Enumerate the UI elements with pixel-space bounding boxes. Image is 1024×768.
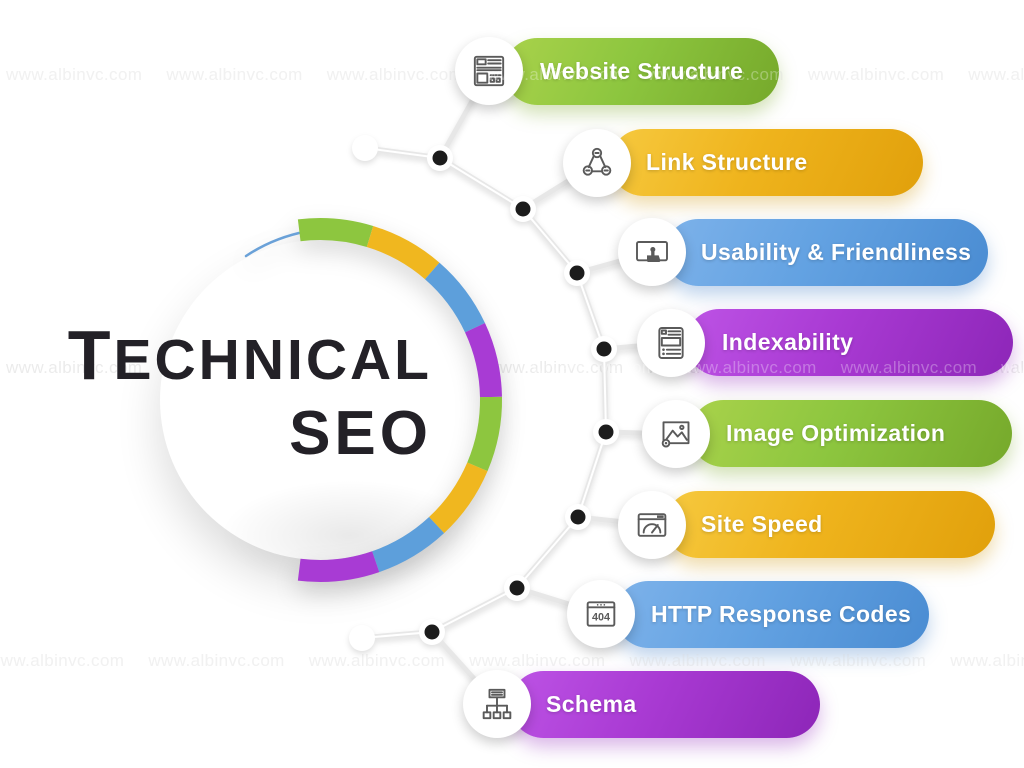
- ring-segment-green-1: [297, 218, 374, 248]
- ring-segment-purple-1: [464, 323, 502, 398]
- title-line-2: SEO: [289, 399, 432, 468]
- item-pill-http-response-codes: HTTP Response Codes: [615, 581, 929, 648]
- title-line-1: Technical: [67, 316, 432, 394]
- indexability-icon: [658, 327, 684, 359]
- item-label: Link Structure: [646, 149, 808, 175]
- icon-badge-site-speed: [618, 491, 686, 559]
- item-pill-site-speed: Site Speed: [665, 491, 995, 558]
- website-structure-icon: [473, 55, 505, 87]
- end-dot-bottom: [349, 625, 375, 651]
- network-nodes: [419, 145, 619, 645]
- ring-segment-blue-2: [371, 516, 445, 573]
- icon-badge-image-optimization: [642, 400, 710, 468]
- item-label: Site Speed: [701, 511, 823, 537]
- ring-blue-tail: [244, 231, 301, 258]
- icon-badge-website-structure: [455, 37, 523, 105]
- icon-badge-usability-friendliness: [618, 218, 686, 286]
- item-label: Indexability: [722, 329, 854, 355]
- page-title: Technical SEO: [56, 320, 432, 465]
- item-label: Schema: [546, 691, 637, 717]
- image-optimization-icon: [661, 421, 690, 448]
- connector-arc-highlight: [361, 147, 607, 639]
- site-speed-icon: [637, 513, 667, 537]
- item-label: Website Structure: [540, 58, 744, 84]
- item-pill-image-optimization: Image Optimization: [690, 400, 1012, 467]
- icon-404-text: 404: [592, 611, 610, 623]
- item-pill-website-structure: Website Structure: [504, 38, 779, 105]
- item-label: HTTP Response Codes: [651, 601, 912, 627]
- ring-segment-purple-2: [297, 551, 380, 582]
- item-pill-schema: Schema: [510, 671, 820, 738]
- item-pill-usability-friendliness: Usability & Friendliness: [665, 219, 988, 286]
- ring-segment-yellow-1: [366, 225, 440, 280]
- link-structure-icon: [582, 147, 612, 176]
- item-pill-indexability: Indexability: [686, 309, 1013, 376]
- item-pill-link-structure: Link Structure: [610, 129, 923, 196]
- icon-badge-schema: [463, 670, 531, 738]
- ring-segment-yellow-2: [428, 462, 488, 534]
- icon-badge-link-structure: [563, 129, 631, 197]
- icon-badge-indexability: [637, 309, 705, 377]
- item-label: Usability & Friendliness: [701, 239, 972, 265]
- ring-segment-green-2: [467, 396, 503, 472]
- end-dot-top: [352, 135, 378, 161]
- usability-friendliness-icon: [636, 241, 668, 262]
- center-circle: [160, 240, 480, 560]
- schema-icon: [482, 688, 512, 720]
- ring-segment-blue-1: [424, 262, 485, 333]
- icon-badge-http-response-codes: 404: [567, 580, 635, 648]
- http-response-codes-icon: 404: [586, 601, 616, 627]
- item-label: Image Optimization: [726, 420, 946, 446]
